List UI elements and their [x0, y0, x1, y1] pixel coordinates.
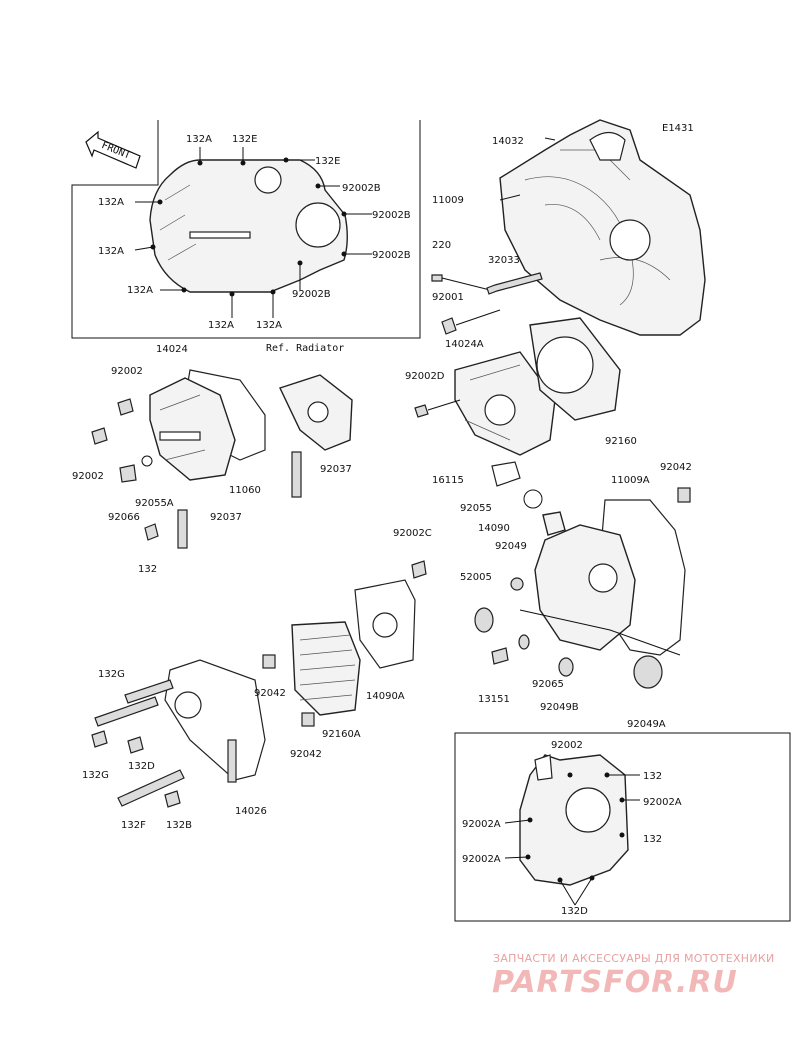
bolt-set-mid [431, 272, 543, 335]
watermark-logo: PARTSFOR.RU [492, 965, 738, 1000]
watermark: ЗАПЧАСТИ И АКСЕССУАРЫ ДЛЯ МОТОТЕХНИКИ PA… [492, 952, 775, 1000]
callout-label: 92037 [320, 464, 352, 475]
callout-label: 132G [98, 669, 125, 680]
callout-label: 14090 [478, 523, 510, 534]
callout-label: 13151 [478, 694, 510, 705]
callout-label: 92042 [660, 462, 692, 473]
callout-label: 132D [128, 761, 155, 772]
callout-label: 92037 [210, 512, 242, 523]
callout-label: 132G [82, 770, 109, 781]
callout-label: 11060 [229, 485, 261, 496]
callout-label: 92002A [462, 819, 501, 830]
front-arrow-icon: FRONT [85, 130, 141, 169]
callout-label: 92002A [462, 854, 501, 865]
diagram-code: E1431 [662, 123, 694, 134]
oil-cover-group [474, 461, 691, 689]
callout-label: 92002 [72, 471, 104, 482]
callout-label: 92002B [342, 183, 381, 194]
watermark-tagline: ЗАПЧАСТИ И АКСЕССУАРЫ ДЛЯ МОТОТЕХНИКИ [493, 952, 775, 965]
callout-label: 14024 [156, 344, 188, 355]
oil-pump-cover-group [454, 732, 791, 922]
callout-label: 92055 [460, 503, 492, 514]
callout-label: 132A [127, 285, 153, 296]
callout-label: 92049B [540, 702, 579, 713]
callout-label: 11009A [611, 475, 650, 486]
callout-label: 92065 [532, 679, 564, 690]
callout-label: 92049A [627, 719, 666, 730]
callout-label: 220 [432, 240, 451, 251]
callout-label: 92002A [643, 797, 682, 808]
callout-label: 92049 [495, 541, 527, 552]
radiator-bracket-group [279, 374, 353, 498]
callout-label: 92042 [290, 749, 322, 760]
crankcase-cover-group [499, 119, 706, 336]
callout-label: 14032 [492, 136, 524, 147]
callout-label: 92002 [111, 366, 143, 377]
callout-label: 16115 [432, 475, 464, 486]
callout-label: 14024A [445, 339, 484, 350]
callout-label: 132A [98, 246, 124, 257]
callout-label: 92055A [135, 498, 174, 509]
clutch-cover-group [71, 120, 421, 339]
sprocket-cover-group [91, 659, 266, 808]
callout-label: 132 [643, 771, 662, 782]
callout-label: 92002B [372, 210, 411, 221]
callout-label: 132 [138, 564, 157, 575]
callout-label: 32033 [488, 255, 520, 266]
callout-labels: 132A 132E 132E 92002B 92002B 92002B 132A… [72, 134, 692, 917]
callout-label: 132A [98, 197, 124, 208]
callout-label: 14090A [366, 691, 405, 702]
generator-cover-group [91, 369, 266, 549]
center-cover-group [262, 560, 427, 727]
callout-label: 92066 [108, 512, 140, 523]
callout-label: 132E [315, 156, 340, 167]
callout-label: 92002 [551, 740, 583, 751]
callout-label: 132B [166, 820, 192, 831]
callout-label: 132A [208, 320, 234, 331]
callout-label: 132 [643, 834, 662, 845]
callout-label: 92160 [605, 436, 637, 447]
ref-radiator-label: Ref. Radiator [266, 343, 344, 354]
callout-label: 132A [186, 134, 212, 145]
callout-label: 14026 [235, 806, 267, 817]
callout-label: 92160A [322, 729, 361, 740]
callout-label: 92002B [372, 250, 411, 261]
callout-label: 92002C [393, 528, 432, 539]
callout-label: 92002D [405, 371, 445, 382]
callout-label: 11009 [432, 195, 464, 206]
callout-label: 92001 [432, 292, 464, 303]
callout-label: 92002B [292, 289, 331, 300]
callout-label: 52005 [460, 572, 492, 583]
callout-label: 132F [121, 820, 146, 831]
callout-label: 92042 [254, 688, 286, 699]
callout-label: 132E [232, 134, 257, 145]
water-pump-cover-group [414, 317, 621, 456]
callout-label: 132D [561, 906, 588, 917]
callout-label: 132A [256, 320, 282, 331]
